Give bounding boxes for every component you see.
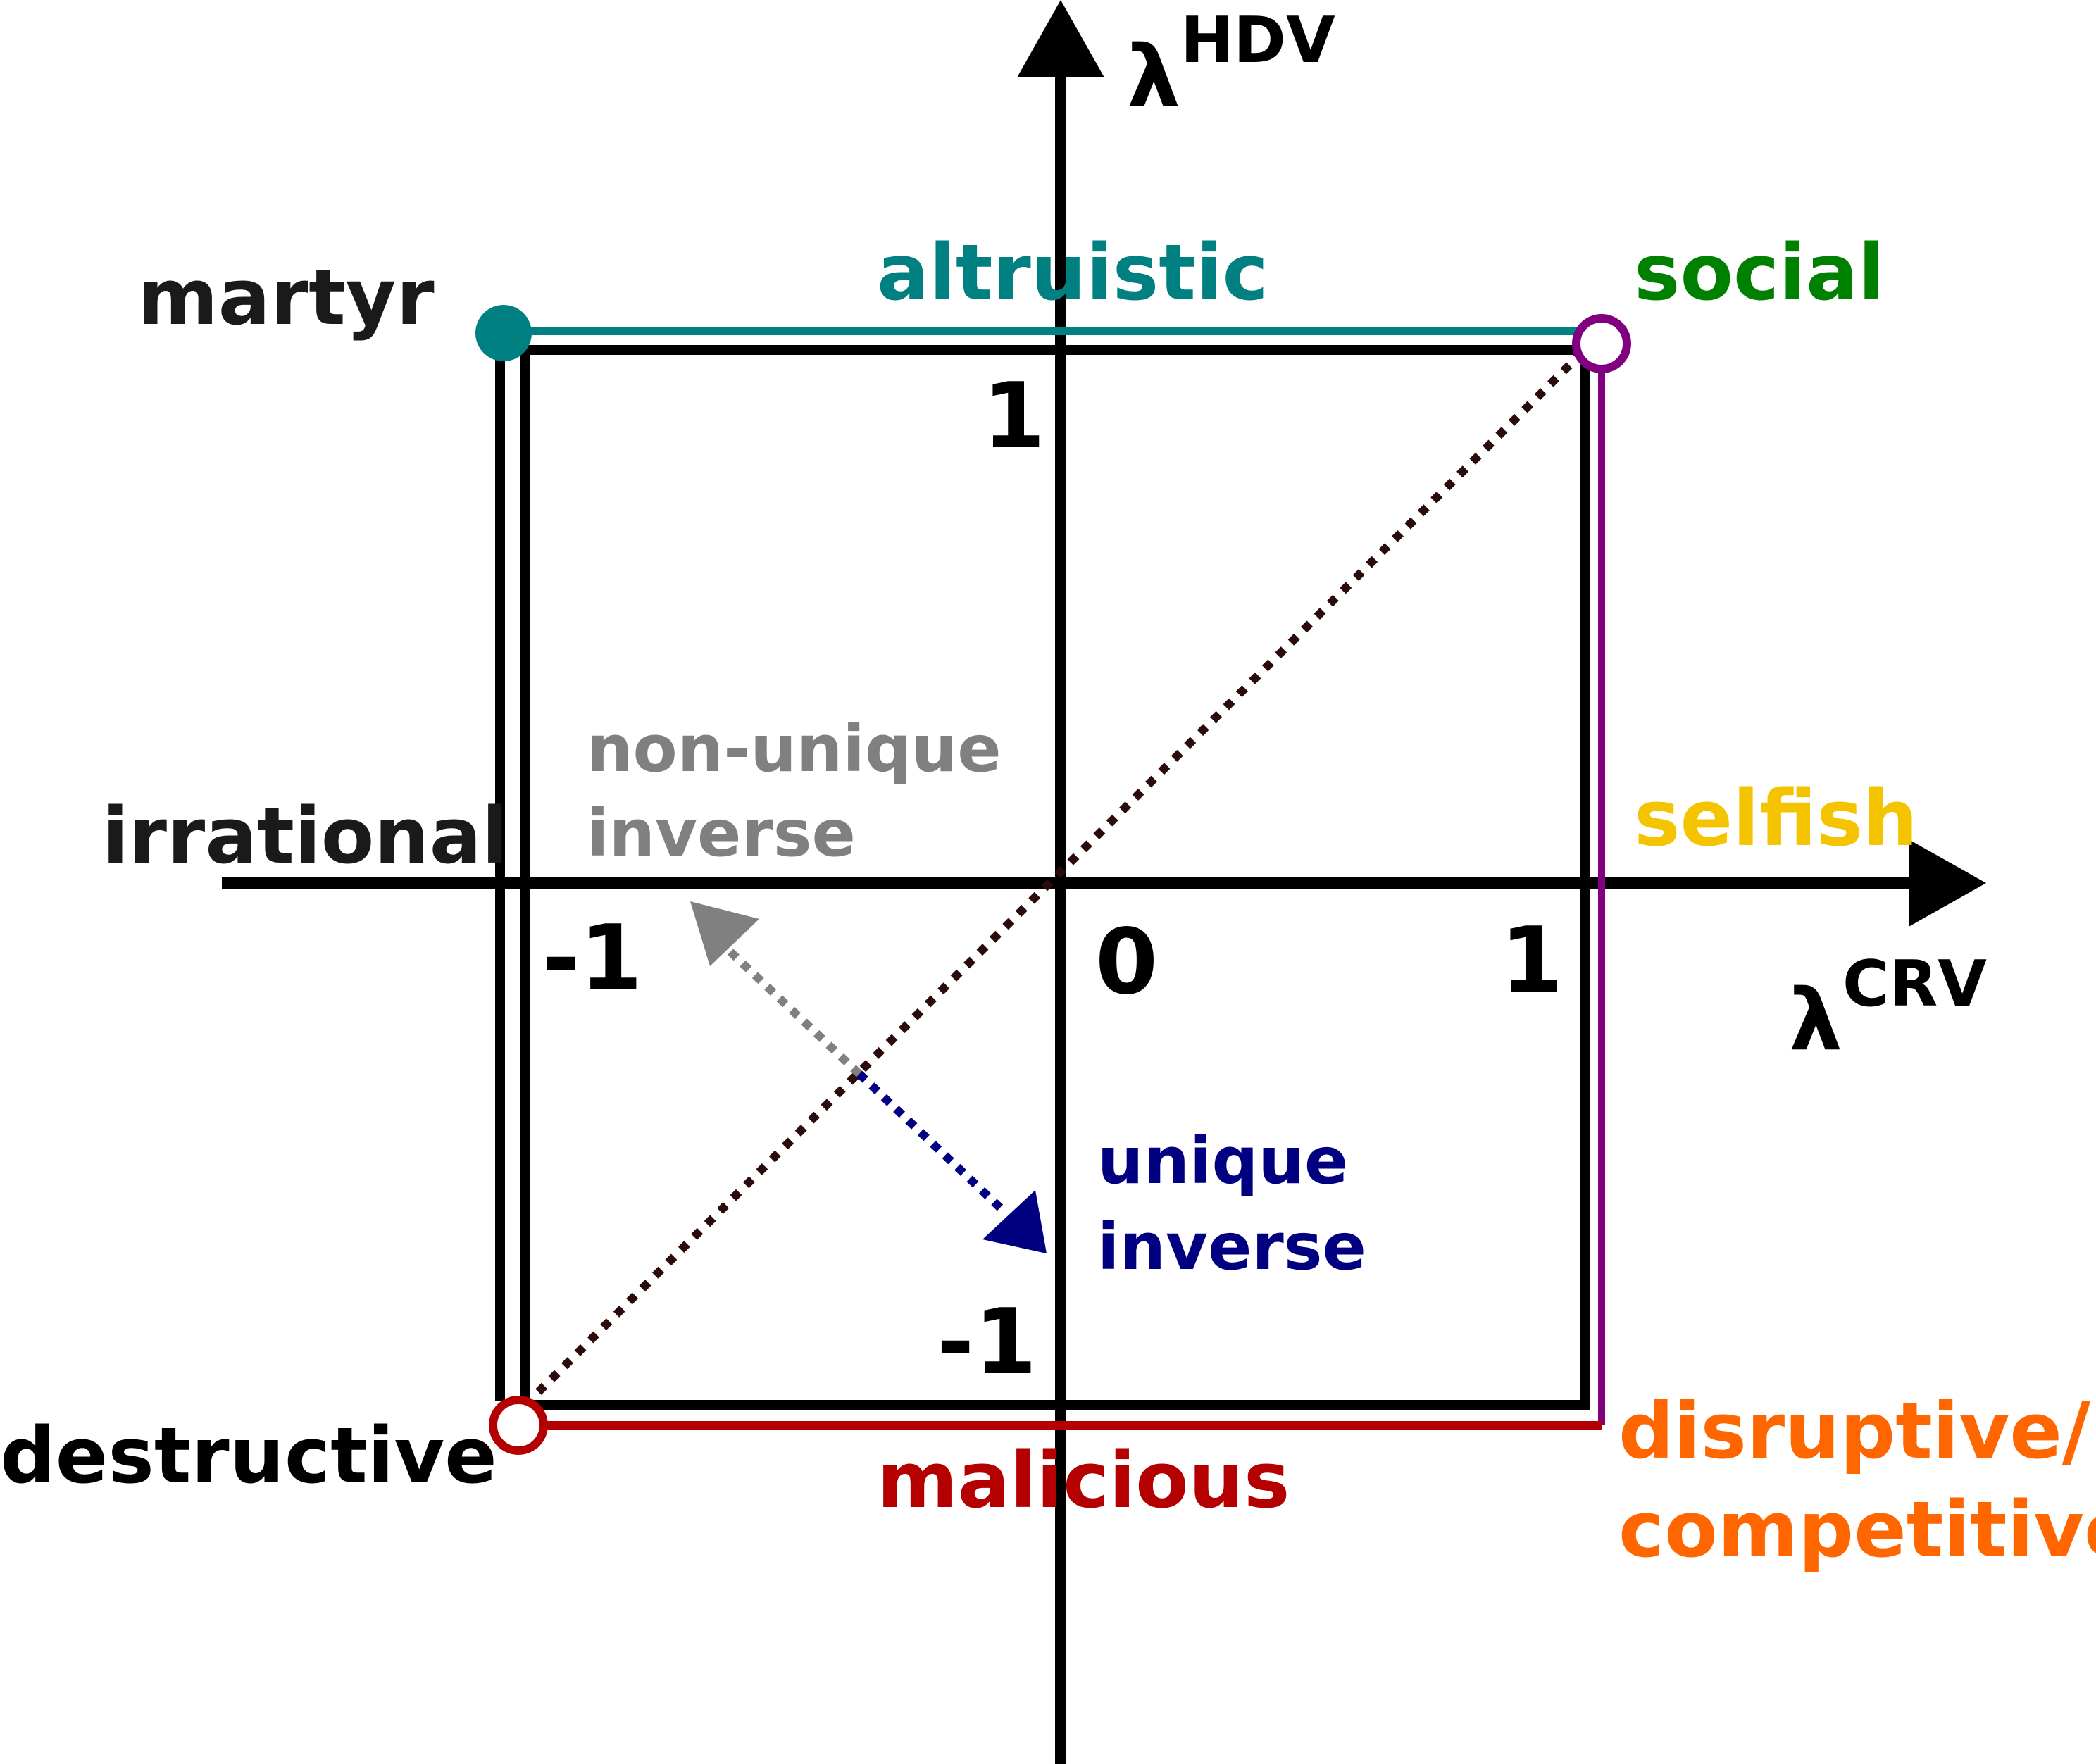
nonunique-inverse-label: non-unique inverse [587, 711, 1024, 871]
selfish-label: selfish [1634, 773, 1918, 863]
social-point [1572, 314, 1631, 373]
y-axis-label: λHDV [1127, 4, 1335, 126]
y-axis-arrowhead [1017, 0, 1104, 77]
malicious-label: malicious [877, 1435, 1290, 1525]
unique-inverse-label: unique inverse [1097, 1123, 1371, 1284]
irrational-label: irrational [102, 791, 509, 881]
x-tick-neg1: -1 [542, 906, 642, 1011]
x-axis-label: λCRV [1789, 947, 1987, 1070]
nonunique-arrowhead [690, 901, 759, 966]
nonunique-inverse-arrow [722, 944, 863, 1077]
martyr-point [475, 305, 532, 361]
destructive-label: destructive [0, 1410, 497, 1501]
nonunique-line2: inverse [587, 796, 856, 871]
altruistic-label: altruistic [877, 227, 1268, 318]
disruptive-line2: competitive [1618, 1484, 2096, 1575]
y-axis-superscript: HDV [1180, 4, 1335, 77]
y-tick-pos1: 1 [982, 364, 1045, 469]
y-tick-neg1: -1 [937, 1290, 1037, 1395]
x-tick-pos1: 1 [1500, 908, 1563, 1013]
destructive-point [489, 1396, 548, 1455]
x-axis-superscript: CRV [1842, 947, 1987, 1021]
unique-inverse-arrow [856, 1070, 1004, 1211]
social-label: social [1634, 227, 1885, 318]
x-tick-zero: 0 [1095, 910, 1158, 1015]
unique-line2: inverse [1097, 1209, 1366, 1284]
x-axis-arrowhead [1909, 839, 1986, 927]
disruptive-line1: disruptive/ [1618, 1386, 2091, 1476]
nonunique-line1: non-unique [587, 711, 1002, 787]
disruptive-label: disruptive/ competitive [1618, 1386, 2096, 1575]
unique-arrowhead [982, 1190, 1047, 1253]
diagonal-dotted-line [522, 346, 1588, 1408]
unique-line1: unique [1097, 1123, 1348, 1199]
martyr-label: martyr [137, 252, 435, 342]
